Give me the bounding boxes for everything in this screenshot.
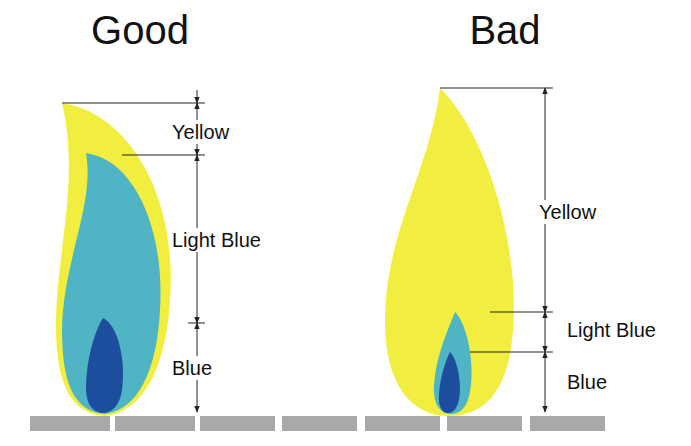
panel-heading: Good	[89, 7, 191, 53]
dimension-lines	[440, 88, 553, 412]
dimension-label: Blue	[565, 370, 609, 394]
dimension-label: Light Blue	[170, 228, 263, 252]
bad-flame	[385, 88, 514, 416]
dimension-label: Yellow	[170, 120, 231, 144]
panel-heading: Bad	[467, 7, 542, 53]
dimension-label: Yellow	[537, 200, 598, 224]
good-flame	[56, 103, 171, 416]
dimension-label: Blue	[170, 356, 214, 380]
dimension-label: Light Blue	[565, 318, 658, 342]
burner-strip	[30, 416, 605, 431]
